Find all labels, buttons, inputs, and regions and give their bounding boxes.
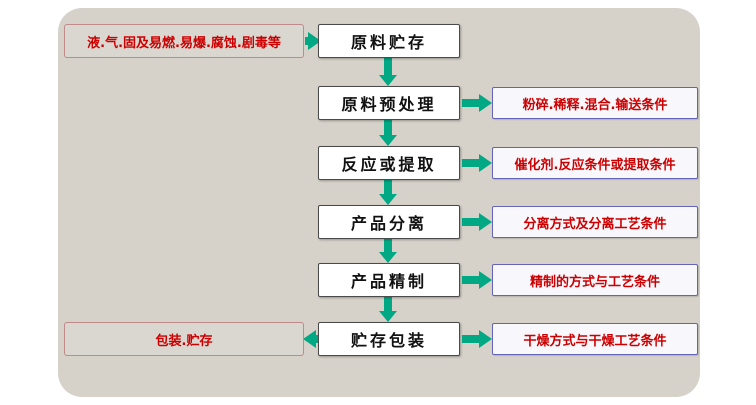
right-arrow-icon <box>462 213 492 231</box>
note-packaging-storage: 包装.贮存 <box>64 322 304 356</box>
note-refining-method-conditions: 精制的方式与工艺条件 <box>492 264 698 296</box>
right-arrow-icon <box>462 330 492 348</box>
note-separation-method-conditions: 分离方式及分离工艺条件 <box>492 206 698 238</box>
step-reaction-or-extraction: 反应或提取 <box>318 146 460 180</box>
down-arrow-icon <box>379 297 397 322</box>
down-arrow-icon <box>379 58 397 86</box>
right-arrow-icon <box>462 94 492 112</box>
step-raw-material-storage: 原料贮存 <box>318 24 460 58</box>
right-arrow-icon <box>305 32 321 50</box>
right-arrow-icon <box>462 271 492 289</box>
step-product-separation: 产品分离 <box>318 205 460 239</box>
right-arrow-icon <box>462 154 492 172</box>
note-catalyst-reaction-extraction-conditions: 催化剂.反应条件或提取条件 <box>492 147 698 179</box>
note-hazard-properties: 液.气.固及易燃.易爆.腐蚀.剧毒等 <box>64 24 304 58</box>
down-arrow-icon <box>379 239 397 263</box>
step-raw-material-pretreatment: 原料预处理 <box>318 86 460 120</box>
down-arrow-icon <box>379 120 397 146</box>
note-drying-method-conditions: 干燥方式与干燥工艺条件 <box>492 323 698 355</box>
note-crushing-dilution-mixing-conveying: 粉碎.稀释.混合.输送条件 <box>492 87 698 119</box>
step-product-refining: 产品精制 <box>318 263 460 297</box>
step-storage-packaging: 贮存包装 <box>318 322 460 356</box>
down-arrow-icon <box>379 180 397 205</box>
